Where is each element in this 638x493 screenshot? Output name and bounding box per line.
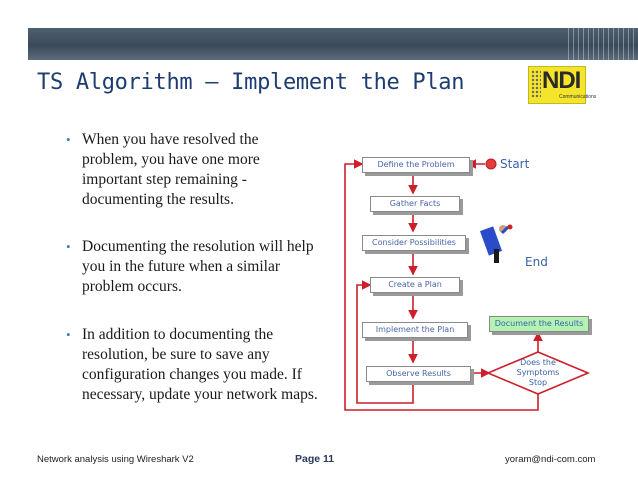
start-label: Start	[500, 157, 530, 171]
header-bar	[28, 28, 638, 60]
bullet-item: In addition to documenting the resolutio…	[66, 325, 322, 405]
slide-title: TS Algorithm – Implement the Plan	[37, 70, 465, 95]
decision-line: Symptoms	[516, 368, 560, 377]
logo-subtext: Communications	[559, 94, 597, 100]
loop-arrow	[344, 159, 539, 411]
footer-email: yoram@ndi-com.com	[505, 454, 596, 465]
step-gather-facts: Gather Facts	[370, 196, 460, 212]
step-document-results: Document the Results	[489, 316, 589, 332]
footer-page-number: Page 11	[295, 453, 335, 465]
decision-line: Does the	[520, 358, 556, 367]
header-stripes	[568, 28, 638, 60]
decision-line: Stop	[528, 378, 548, 387]
loop-arrow	[356, 280, 414, 404]
ndi-logo: NDI Communications	[528, 66, 596, 104]
person-figure	[479, 224, 513, 263]
footer-left: Network analysis using Wireshark V2	[37, 454, 194, 465]
logo-dots	[531, 70, 541, 98]
end-label: End	[525, 255, 548, 269]
step-observe-results: Observe Results	[366, 366, 471, 382]
troubleshooting-flowchart: Define the Problem Gather Facts Consider…	[340, 145, 638, 420]
start-node	[485, 158, 497, 170]
step-implement-plan: Implement the Plan	[362, 322, 468, 338]
decision-diamond	[485, 351, 591, 395]
step-create-plan: Create a Plan	[370, 277, 460, 293]
decision-text: Does the Symptoms Stop	[506, 358, 570, 388]
step-consider-possibilities: Consider Possibilities	[362, 235, 466, 251]
step-define-problem: Define the Problem	[362, 157, 470, 173]
bullet-item: When you have resolved the problem, you …	[66, 130, 302, 210]
bullet-item: Documenting the resolution will help you…	[66, 237, 322, 297]
logo-text: NDI	[542, 67, 581, 94]
flowchart-connectors	[344, 158, 591, 411]
